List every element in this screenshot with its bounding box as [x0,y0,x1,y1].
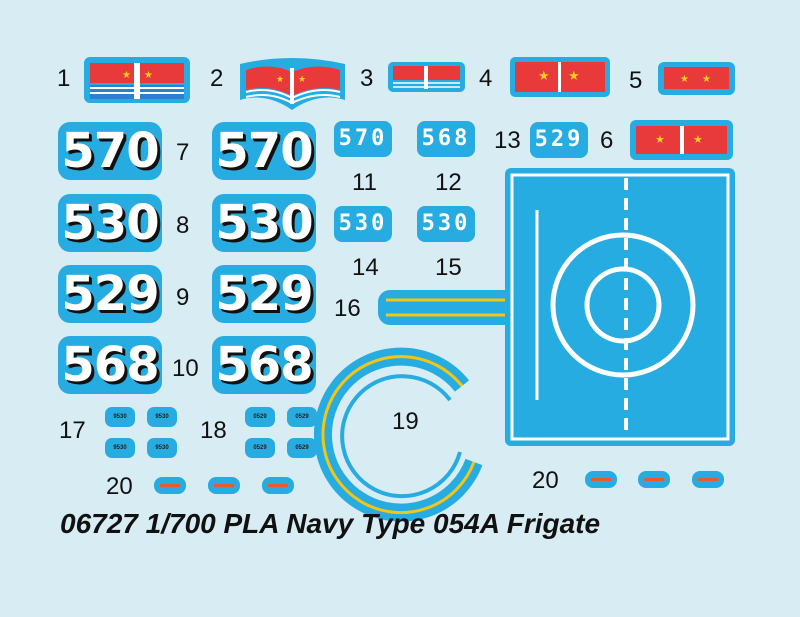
decal-number-13: 13 [494,127,521,154]
tiny-decal-17: 9530 [147,407,177,427]
decal-number-8: 8 [176,212,190,239]
decal-number-14: 14 [352,254,379,281]
decal-number-3: 3 [360,65,374,92]
hull-number-529: 529 [58,265,162,323]
decal-number-12: 12 [435,169,462,196]
small-number-530: 530 [417,206,475,242]
star-icon: ★ [702,74,711,85]
decal-number-19: 19 [392,408,419,435]
tiny-decal-18: 0529 [287,438,317,458]
decal-number-16: 16 [334,295,361,322]
deck-circle-decal-19 [314,347,483,522]
tiny-decal-18: 0529 [245,438,275,458]
navy-flag-decal-1: ★★ [84,57,190,103]
star-icon: ★ [655,134,665,146]
sheet-title: 06727 1/700 PLA Navy Type 054A Frigate [60,508,601,539]
china-flag-decal-6: ★★ [630,120,733,160]
decal-number-10: 10 [172,355,199,382]
china-flag-decal-4: ★★ [510,57,610,97]
decal-number-9: 9 [176,284,190,311]
star-icon: ★ [568,68,580,83]
decal-number-11: 11 [352,169,377,196]
hull-number-530: 530 [212,194,316,252]
navy-flag-decal-3 [388,62,465,92]
hull-number-530: 530 [58,194,162,252]
small-number-529: 529 [530,122,588,158]
hull-number-568: 568 [58,336,162,394]
decal-number-1: 1 [57,65,71,92]
small-number-530: 530 [334,206,392,242]
tiny-decal-18: 0529 [287,407,317,427]
hull-number-568: 568 [212,336,316,394]
star-icon: ★ [144,70,153,81]
hull-number-570: 570 [58,122,162,180]
navy-flag-decal-2: ★★ [240,58,345,110]
hull-number-570: 570 [212,122,316,180]
decal-number-20-right: 20 [532,467,559,494]
decal-number-20: 20 [106,473,133,500]
star-icon: ★ [276,74,284,84]
decal-number-2: 2 [210,65,224,92]
decal-number-7: 7 [176,139,190,166]
tiny-decal-18: 0529 [245,407,275,427]
emblem-marks [160,478,718,487]
star-icon: ★ [298,74,306,84]
china-flag-decal-5: ★★ [658,62,735,95]
star-icon: ★ [680,74,689,85]
decal-number-17: 17 [59,417,86,444]
star-icon: ★ [693,134,703,146]
small-number-570: 570 [334,121,392,157]
tiny-decal-17: 9530 [105,407,135,427]
decal-number-15: 15 [435,254,462,281]
hull-number-529: 529 [212,265,316,323]
tiny-decal-17: 9530 [147,438,177,458]
decal-number-6: 6 [600,127,614,154]
decal-number-18: 18 [200,417,227,444]
helideck-decal [505,168,735,446]
star-icon: ★ [538,68,550,83]
tiny-decal-17: 9530 [105,438,135,458]
star-icon: ★ [122,70,131,81]
deck-stripe-decal-16 [378,290,518,325]
decal-number-5: 5 [629,67,643,94]
decal-number-4: 4 [479,65,493,92]
small-number-568: 568 [417,121,475,157]
